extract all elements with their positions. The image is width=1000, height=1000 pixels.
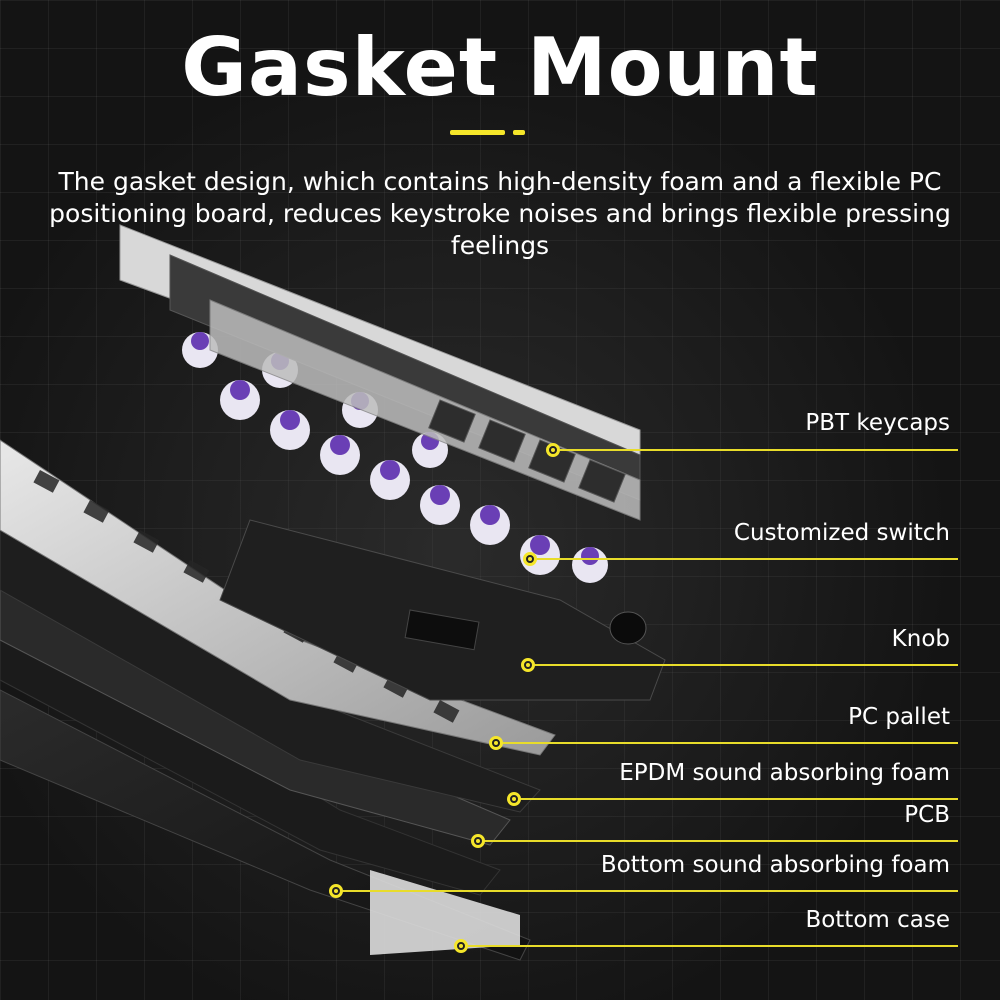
knob-shape xyxy=(609,611,647,645)
keycap-rows xyxy=(119,224,641,521)
leader-line-bottom-foam xyxy=(338,890,958,892)
callout-dot-bottom-foam xyxy=(329,884,343,898)
callout-dot-epdm xyxy=(507,792,521,806)
leader-line-bottom-case xyxy=(463,945,958,947)
leader-line-switch xyxy=(532,558,958,560)
leader-line-epdm xyxy=(516,798,958,800)
leader-line-knob xyxy=(530,664,958,666)
bottom-foam-shape xyxy=(0,599,501,896)
label-epdm-foam: EPDM sound absorbing foam xyxy=(619,760,950,786)
callout-dot-keycaps xyxy=(546,443,560,457)
top-case-shape xyxy=(219,519,666,701)
label-bottom-foam: Bottom sound absorbing foam xyxy=(600,852,950,878)
callout-dot-knob xyxy=(521,658,535,672)
switch-row xyxy=(182,332,608,583)
leader-line-pallet xyxy=(498,742,958,744)
label-pcb: PCB xyxy=(904,802,950,828)
label-customized-switch: Customized switch xyxy=(733,520,950,546)
leader-line-pcb xyxy=(480,840,958,842)
page-title: Gasket Mount xyxy=(181,21,819,114)
label-knob: Knob xyxy=(891,626,950,652)
title-underline-long xyxy=(450,130,505,135)
page-subtitle: The gasket design, which contains high-d… xyxy=(49,167,951,260)
callout-dot-bottom-case xyxy=(454,939,468,953)
label-pc-pallet: PC pallet xyxy=(848,704,950,730)
display-window xyxy=(404,609,480,651)
label-bottom-case: Bottom case xyxy=(805,907,950,933)
callout-dot-switch xyxy=(523,552,537,566)
title-underline-short xyxy=(513,130,525,135)
callout-dot-pallet xyxy=(489,736,503,750)
leader-line-keycaps xyxy=(555,449,958,451)
label-pbt-keycaps: PBT keycaps xyxy=(805,410,950,436)
callout-dot-pcb xyxy=(471,834,485,848)
